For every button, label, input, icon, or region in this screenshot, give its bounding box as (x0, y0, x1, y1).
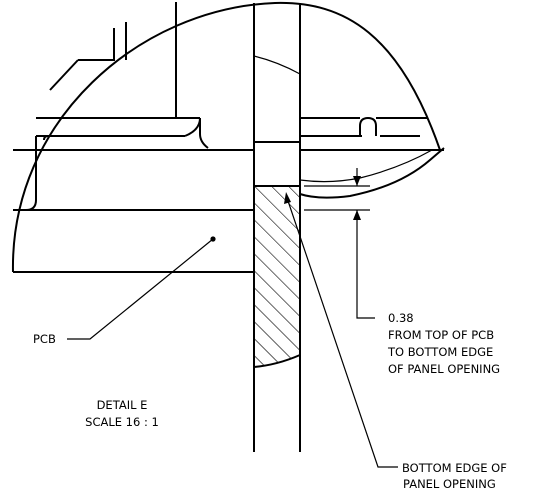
upper-rail (36, 117, 200, 137)
panel-hatched-section (254, 186, 300, 367)
dimension-extension-lines (304, 185, 370, 211)
detail-scale: SCALE 16 : 1 (85, 415, 159, 429)
dimension-note-line-2: TO BOTTOM EDGE (387, 345, 493, 359)
detail-title: DETAIL E (97, 398, 148, 412)
bottom-edge-arrow (284, 192, 291, 204)
panel-opening-curve (299, 147, 445, 199)
pcb-leader-line (67, 238, 214, 340)
bottom-edge-leader-line (285, 194, 398, 468)
detail-circle-boundary (11, 1, 441, 273)
bottom-edge-label-line-2: PANEL OPENING (403, 477, 496, 491)
dimension-note-line-1: FROM TOP OF PCB (388, 328, 494, 342)
pcb-board-edges (13, 149, 254, 273)
tab-left (35, 135, 49, 150)
dimension-note-line-3: OF PANEL OPENING (388, 362, 500, 376)
panel-opening-curve-inner (299, 149, 433, 183)
dimension-arrow-bottom (353, 210, 361, 220)
right-tab (359, 116, 377, 136)
dimension-arrow-top (353, 176, 361, 186)
tab-right (184, 117, 209, 149)
right-part-outline (300, 117, 428, 137)
pcb-left-corner (25, 150, 37, 211)
upper-part-outline (49, 2, 177, 118)
dimension-value: 0.38 (388, 311, 414, 325)
bottom-edge-label-line-1: BOTTOM EDGE OF (402, 461, 507, 475)
pcb-label: PCB (33, 332, 56, 346)
panel-top-curve (253, 55, 301, 75)
